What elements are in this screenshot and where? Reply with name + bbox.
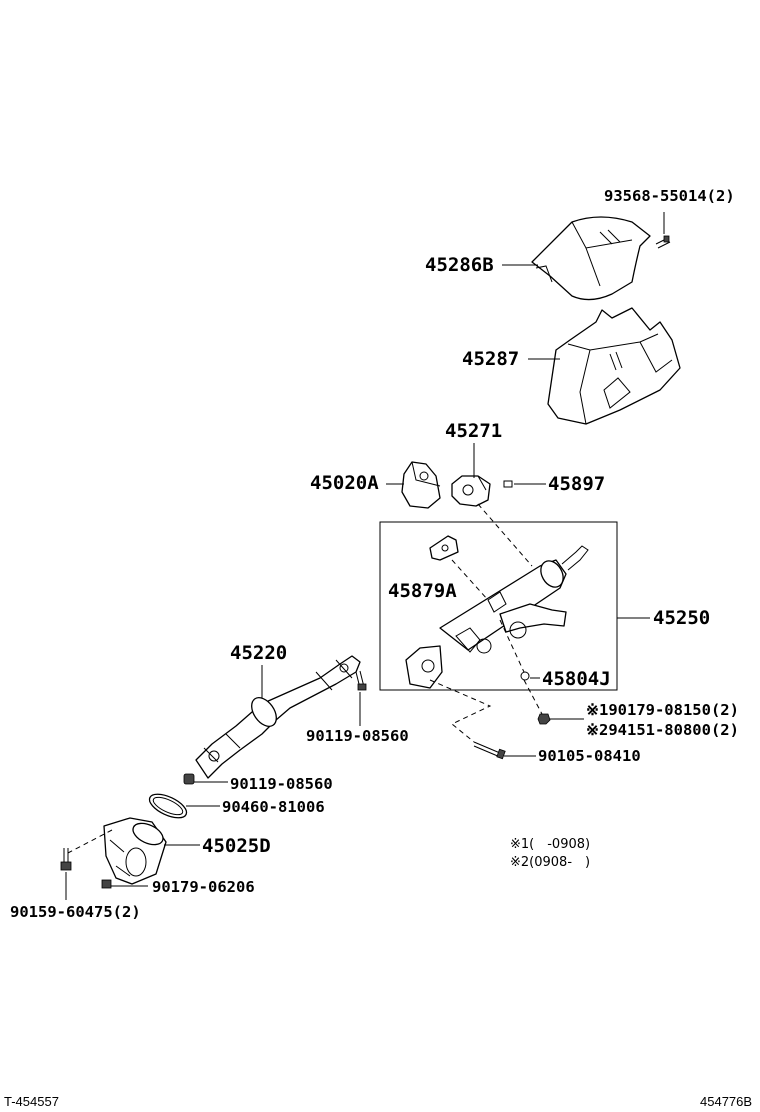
label-45220: 45220 — [230, 642, 287, 664]
label-90119-08560-a: 90119-08560 — [306, 727, 409, 745]
label-45025d: 45025D — [202, 835, 271, 857]
pin-45897 — [503, 480, 513, 488]
label-90179-08150: ※190179-08150(2) — [586, 701, 739, 719]
clamp-90460 — [148, 793, 188, 819]
label-94151-80800: ※294151-80800(2) — [586, 721, 739, 739]
switch-45271 — [451, 475, 491, 507]
bracket-45020a — [401, 461, 441, 509]
label-90460-81006: 90460-81006 — [222, 798, 325, 816]
label-45250: 45250 — [653, 607, 710, 629]
bolt-90105 — [473, 741, 506, 760]
label-90179-06206: 90179-06206 — [152, 878, 255, 896]
footer-left-code: T-454557 — [4, 1094, 59, 1109]
bolt-90119-a — [355, 670, 367, 691]
plate-45879a — [429, 535, 459, 561]
nut-90179-06206 — [101, 879, 112, 889]
label-45879a: 45879A — [388, 580, 457, 602]
label-90119-08560-b: 90119-08560 — [230, 775, 333, 793]
screw-93568 — [655, 235, 671, 249]
column-assembly-box-45250 — [379, 521, 618, 691]
bolt-90159 — [60, 848, 72, 871]
footer-right-code: 454776B — [700, 1094, 752, 1109]
label-45020a: 45020A — [310, 472, 379, 494]
label-45271: 45271 — [445, 420, 502, 442]
label-45286b: 45286B — [425, 254, 494, 276]
label-90159-60475: 90159-60475(2) — [10, 903, 141, 921]
label-45287: 45287 — [462, 348, 519, 370]
label-93568-55014: 93568-55014(2) — [604, 187, 735, 205]
label-90105-08410: 90105-08410 — [538, 747, 641, 765]
upper-column-cover-45286b — [531, 216, 651, 301]
bolt-90119-b — [183, 773, 195, 785]
hole-cover-45025d — [103, 817, 167, 885]
intermediate-shaft-45220 — [195, 655, 361, 779]
label-45804j: 45804J — [542, 668, 611, 690]
steering-column-assembly-45250 — [405, 545, 589, 689]
nut-90179-08150 — [537, 713, 551, 725]
note-1: ※1( -0908) — [510, 837, 590, 852]
lower-column-cover-45287 — [547, 307, 681, 425]
label-45897: 45897 — [548, 473, 605, 495]
assembly-dashed-lines — [65, 503, 543, 855]
note-2: ※2(0908- ) — [510, 855, 590, 870]
leader-lines — [65, 212, 665, 900]
nut-45804j — [520, 671, 530, 681]
